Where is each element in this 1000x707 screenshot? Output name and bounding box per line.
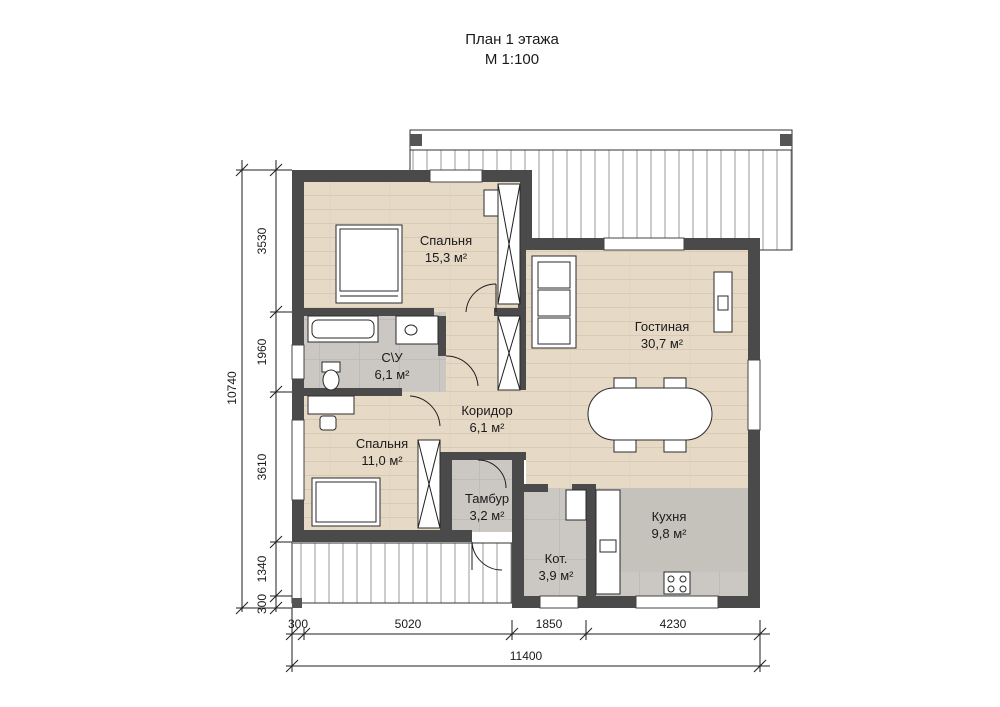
room-area: 6,1 м² <box>375 367 411 382</box>
sofa <box>531 255 577 349</box>
room-name: Кот. <box>545 551 568 566</box>
room-name: С\У <box>381 350 403 365</box>
furniture <box>307 183 733 595</box>
room-labels: Спальня 15,3 м² С\У 6,1 м² Спальня 11,0 … <box>356 233 689 583</box>
room-name: Гостиная <box>635 319 690 334</box>
dim-bottom-2: 5020 <box>395 617 422 631</box>
bed-2 <box>311 477 381 527</box>
dim-left-1: 3530 <box>255 227 269 254</box>
dim-left-4: 1340 <box>255 555 269 582</box>
dining-table <box>587 377 713 453</box>
dim-left-total: 10740 <box>225 371 239 405</box>
room-area: 3,9 м² <box>539 568 575 583</box>
room-name: Тамбур <box>465 491 509 506</box>
bottom-dimensions: 300 5020 1850 4230 11400 <box>285 608 770 673</box>
bed-1 <box>335 224 403 304</box>
dim-bottom-4: 4230 <box>660 617 687 631</box>
desk-2 <box>307 395 355 415</box>
room-area: 3,2 м² <box>470 508 506 523</box>
room-name: Спальня <box>356 436 408 451</box>
room-name: Коридор <box>461 403 512 418</box>
room-name: Спальня <box>420 233 472 248</box>
room-area: 15,3 м² <box>425 250 468 265</box>
room-area: 30,7 м² <box>641 336 684 351</box>
dim-left-3: 3610 <box>255 453 269 480</box>
boiler-unit <box>565 489 587 521</box>
dim-bottom-3: 1850 <box>536 617 563 631</box>
plan-scale: М 1:100 <box>484 51 540 68</box>
room-area: 6,1 м² <box>470 420 506 435</box>
terrace-bottom <box>291 542 513 608</box>
walls <box>291 169 761 609</box>
dim-left-2: 1960 <box>255 338 269 365</box>
dim-left-5: 300 <box>255 594 269 614</box>
stove <box>663 571 691 595</box>
left-dimensions: 3530 1960 3610 1340 300 10740 <box>225 160 292 615</box>
drawing-title: План 1 этажа М 1:100 <box>0 30 1000 70</box>
room-name: Кухня <box>652 509 687 524</box>
room-area: 9,8 м² <box>652 526 688 541</box>
plan-title: План 1 этажа <box>465 31 559 48</box>
dim-bottom-total: 11400 <box>510 649 543 663</box>
dim-bottom-1: 300 <box>288 617 308 631</box>
desk-1 <box>483 189 499 217</box>
toilet-1 <box>321 361 341 391</box>
room-area: 11,0 м² <box>361 453 403 468</box>
